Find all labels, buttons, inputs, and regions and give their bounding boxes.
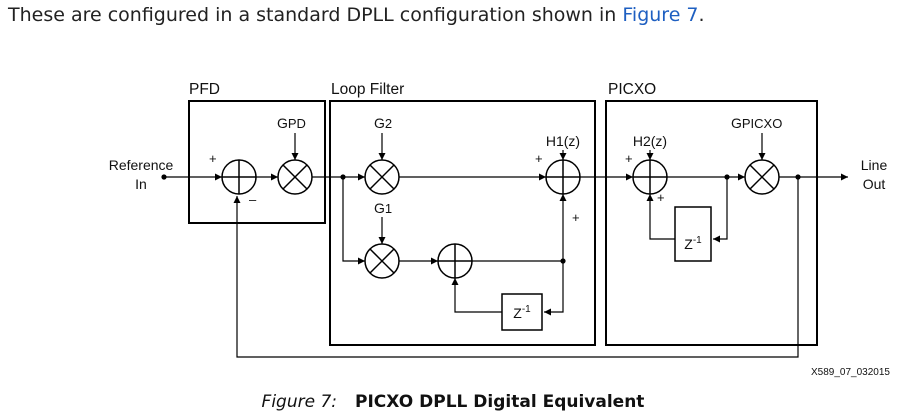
output-feedback-junction-dot: [795, 174, 801, 180]
g1-multiplier: [364, 243, 400, 279]
picxo-feedback-junction-dot: [724, 174, 730, 180]
signal-wires: [164, 133, 848, 358]
integrator-summer: [437, 243, 473, 279]
reference-in-label-line2: In: [135, 176, 147, 192]
pfd-plus-sign: +: [209, 151, 217, 166]
pfd-block: [188, 100, 326, 224]
figure-caption: Figure 7: PICXO DPLL Digital Equivalent: [0, 392, 906, 412]
caption-title: PICXO DPLL Digital Equivalent: [355, 392, 645, 412]
figure-link[interactable]: Figure 7: [622, 4, 699, 26]
g2-label: G2: [374, 115, 392, 131]
integrator-junction-dot: [560, 258, 566, 264]
gpicxo-multiplier: [744, 159, 780, 195]
pfd-title: PFD: [189, 81, 220, 98]
intro-period: .: [698, 4, 705, 26]
intro-paragraph: These are configured in a standard DPLL …: [8, 4, 705, 26]
gpd-multiplier: [277, 159, 313, 195]
g2-multiplier: [364, 159, 400, 195]
input-dot: [161, 174, 167, 180]
h2-summer: [632, 159, 668, 195]
h1-summer: [545, 159, 581, 195]
h1-label: H1(z): [546, 133, 580, 149]
h2-plus-sign-bottom: +: [657, 190, 665, 205]
h1-plus-sign-bottom: +: [572, 210, 580, 225]
h1-plus-sign-left: +: [535, 151, 543, 166]
figure-id: X589_07_032015: [811, 367, 890, 378]
pfd-minus-sign: –: [249, 192, 257, 207]
h2-label: H2(z): [633, 133, 667, 149]
g1-label: G1: [374, 200, 392, 216]
loop-filter-delay-label: Z-1: [513, 304, 531, 321]
loop-filter-title: Loop Filter: [331, 81, 404, 98]
loop-filter-block: [329, 100, 596, 346]
picxo-title: PICXO: [608, 81, 656, 98]
picxo-delay-box: [674, 206, 712, 262]
loop-filter-delay-box: [501, 293, 543, 331]
caption-number: Figure 7:: [261, 392, 338, 412]
picxo-block: [605, 100, 818, 346]
line-out-label-line2: Out: [863, 176, 886, 192]
line-out-label-line1: Line: [861, 157, 888, 173]
reference-in-label-line1: Reference: [109, 157, 174, 173]
h2-plus-sign-left: +: [625, 151, 633, 166]
gpd-label: GPD: [277, 115, 306, 131]
picxo-delay-label: Z-1: [684, 235, 702, 252]
intro-text: These are configured in a standard DPLL …: [8, 4, 623, 26]
branch-junction-dot: [340, 174, 346, 180]
pfd-summer: [221, 159, 257, 195]
gpicxo-label: GPICXO: [731, 115, 782, 131]
